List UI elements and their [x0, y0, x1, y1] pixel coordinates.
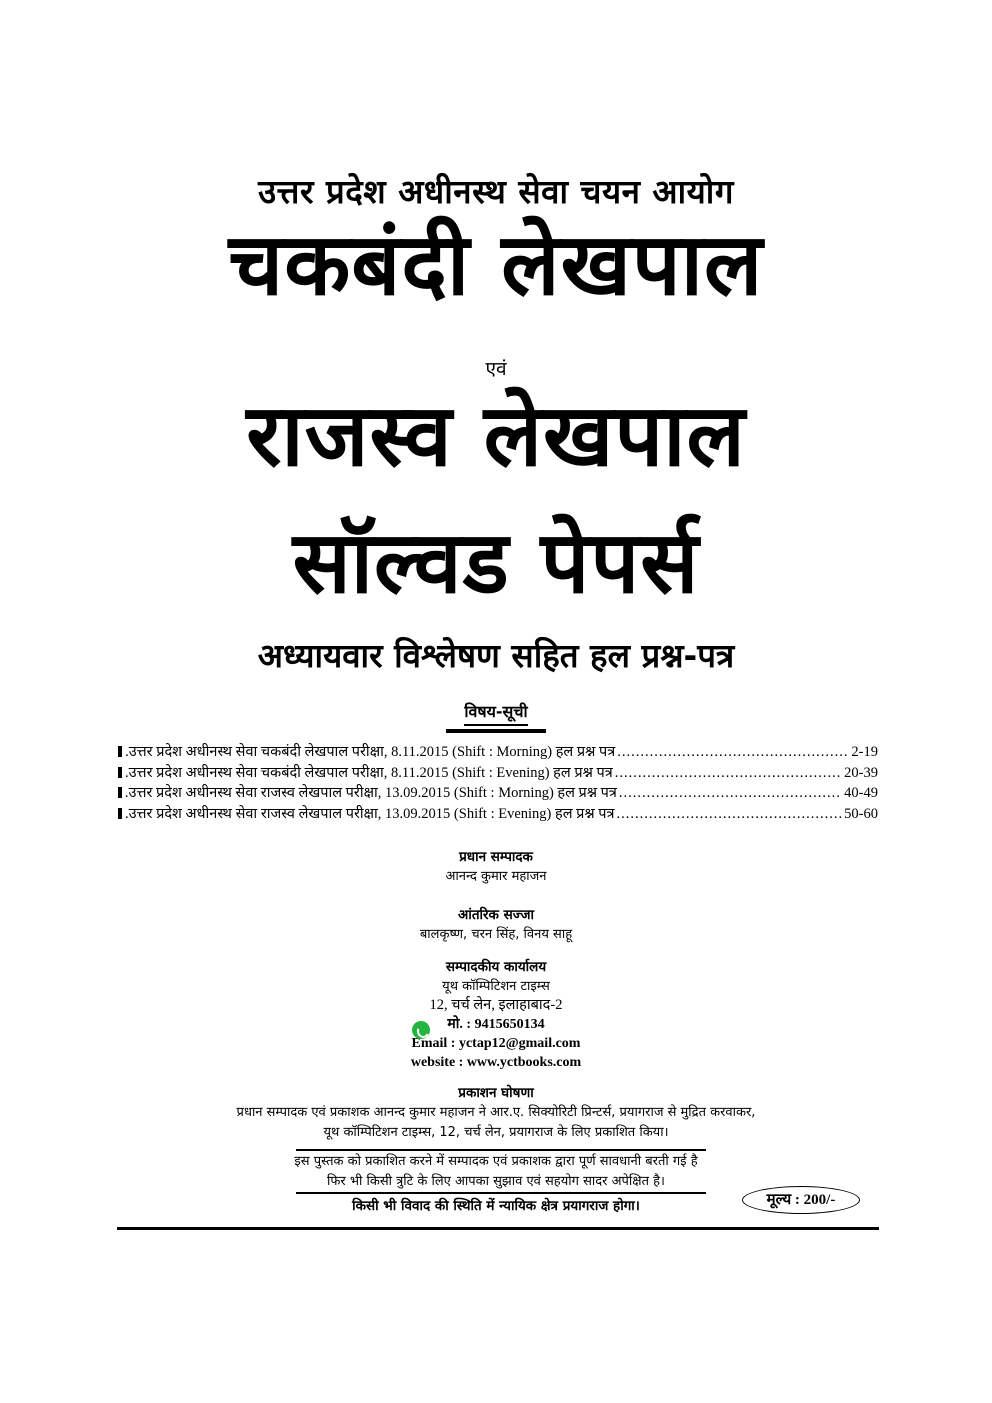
- office-name: यूथ कॉम्पिटिशन टाइम्स: [442, 979, 550, 994]
- disclaimer-line-2: फिर भी किसी त्रुटि के लिए आपका सुझाव एवं…: [327, 1174, 665, 1189]
- toc-leader-dots: [617, 744, 849, 761]
- toc-heading-underline: [446, 729, 546, 733]
- website-url: website : www.yctbooks.com: [410, 1055, 582, 1070]
- toc-item-pages: 50-60: [844, 805, 878, 822]
- disclaimer-block: इस पुस्तक को प्रकाशित करने में सम्पादक ए…: [0, 1152, 992, 1192]
- divider: [296, 1149, 706, 1151]
- toc-heading-text: विषय-सूची: [464, 700, 528, 726]
- toc-item: .उत्तर प्रदेश अधीनस्थ सेवा राजस्व लेखपाल…: [118, 782, 878, 803]
- title-line-2: राजस्व लेखपाल: [246, 386, 746, 486]
- editor-name: आनन्द कुमार महाजन: [445, 869, 547, 884]
- title-line-3: सॉल्वड पेपर्स: [292, 513, 700, 613]
- square-bullet-icon: [118, 746, 123, 757]
- square-bullet-icon: [118, 787, 122, 798]
- toc-leader-dots: [615, 765, 842, 782]
- phone-number: मो. : 9415650134: [447, 1017, 545, 1032]
- toc-item-pages: 2-19: [851, 744, 878, 760]
- toc-item-text: .उत्तर प्रदेश अधीनस्थ सेवा राजस्व लेखपाल…: [124, 805, 615, 822]
- toc-item-text: .उत्तर प्रदेश अधीनस्थ सेवा चकबंदी लेखपाल…: [125, 744, 616, 760]
- toc-leader-dots: [617, 806, 843, 823]
- toc-item-text: .उत्तर प्रदेश अधीनस्थ सेवा चकबंदी लेखपाल…: [124, 764, 613, 781]
- publication-line-1: प्रधान सम्पादक एवं प्रकाशक आनन्द कुमार म…: [236, 1105, 756, 1120]
- square-bullet-icon: [118, 766, 122, 778]
- editor-heading: प्रधान सम्पादक: [459, 849, 533, 865]
- email-address: Email : yctap12@gmail.com: [411, 1036, 581, 1051]
- interior-design-block: आंतरिक सज्जा बालकृष्ण, चरन सिंह, विनय सा…: [0, 906, 992, 944]
- editorial-office-block: सम्पादकीय कार्यालय यूथ कॉम्पिटिशन टाइम्स…: [0, 958, 992, 1072]
- square-bullet-icon: [118, 807, 122, 819]
- toc-item-pages: 20-39: [844, 764, 878, 781]
- toc-item: .उत्तर प्रदेश अधीनस्थ सेवा चकबंदी लेखपाल…: [118, 762, 878, 783]
- jurisdiction-note: किसी भी विवाद की स्थिति में न्यायिक क्षे…: [352, 1198, 640, 1214]
- divider: [296, 1192, 706, 1194]
- subtitle: अध्यायवार विश्लेषण सहित हल प्रश्न-पत्र: [257, 636, 735, 675]
- title-conjunction: एवं: [485, 358, 507, 380]
- toc-heading: विषय-सूची: [0, 700, 992, 733]
- publication-heading: प्रकाशन घोषणा: [458, 1085, 534, 1101]
- toc-item: .उत्तर प्रदेश अधीनस्थ सेवा राजस्व लेखपाल…: [118, 803, 878, 824]
- editor-block: प्रधान सम्पादक आनन्द कुमार महाजन: [0, 848, 992, 886]
- disclaimer-line-1: इस पुस्तक को प्रकाशित करने में सम्पादक ए…: [294, 1154, 698, 1169]
- organization-title: उत्तर प्रदेश अधीनस्थ सेवा चयन आयोग: [258, 172, 734, 211]
- table-of-contents: .उत्तर प्रदेश अधीनस्थ सेवा चकबंदी लेखपाल…: [118, 741, 878, 823]
- whatsapp-icon: [412, 1021, 430, 1039]
- interior-heading: आंतरिक सज्जा: [458, 907, 534, 923]
- toc-item-pages: 40-49: [844, 785, 878, 801]
- title-line-1: चकबंदी लेखपाल: [228, 215, 764, 315]
- publication-line-2: यूथ कॉम्पिटिशन टाइम्स, 12, चर्च लेन, प्र…: [323, 1125, 669, 1140]
- toc-item-text: .उत्तर प्रदेश अधीनस्थ सेवा राजस्व लेखपाल…: [124, 785, 617, 801]
- office-heading: सम्पादकीय कार्यालय: [445, 959, 547, 975]
- bottom-divider: [117, 1227, 879, 1230]
- office-address: 12, चर्च लेन, इलाहाबाद-2: [429, 997, 563, 1013]
- toc-leader-dots: [619, 785, 842, 802]
- toc-item: .उत्तर प्रदेश अधीनस्थ सेवा चकबंदी लेखपाल…: [118, 741, 878, 762]
- price-badge: मूल्य : 200/-: [742, 1186, 860, 1214]
- interior-names: बालकृष्ण, चरन सिंह, विनय साहू: [419, 927, 573, 942]
- publication-declaration: प्रकाशन घोषणा प्रधान सम्पादक एवं प्रकाशक…: [0, 1083, 992, 1143]
